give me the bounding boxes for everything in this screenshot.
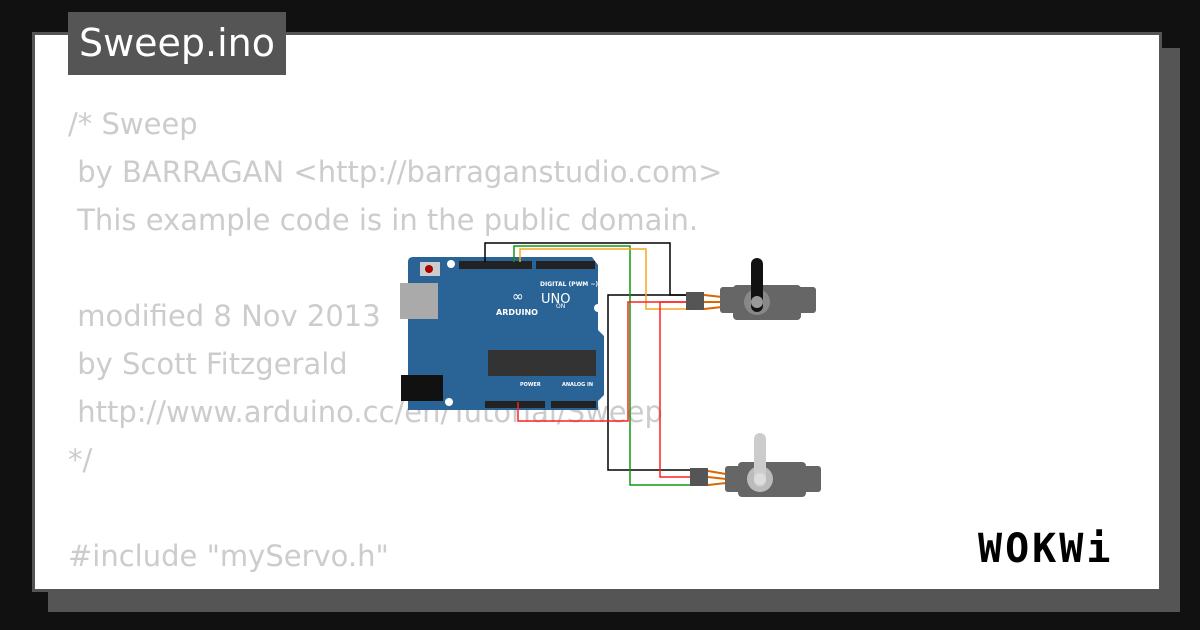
svg-text:ANALOG IN: ANALOG IN [562, 382, 593, 388]
wokwi-logo: WOKWi [978, 526, 1114, 572]
svg-text:ON: ON [556, 303, 565, 310]
svg-text:POWER: POWER [520, 382, 541, 388]
servo-2[interactable] [690, 433, 821, 497]
reset-button [425, 265, 433, 273]
wire-signal-green [513, 245, 690, 486]
svg-text:UNO: UNO [541, 292, 570, 307]
wires [484, 242, 690, 486]
wire-gnd-2 [607, 294, 690, 471]
svg-text:DIGITAL (PWM ~): DIGITAL (PWM ~) [540, 281, 598, 288]
servo-1[interactable] [686, 258, 816, 320]
digital-header-2 [536, 261, 595, 269]
code-line: */ [68, 443, 93, 477]
code-line: #include "myServo.h" [68, 539, 389, 573]
servo-horn [754, 433, 766, 487]
svg-text:∞: ∞ [512, 289, 524, 305]
code-line: by BARRAGAN <http://barraganstudio.com> [68, 155, 723, 189]
digital-header-1 [459, 261, 532, 269]
usb-port [400, 283, 438, 319]
atmega-chip [488, 350, 596, 376]
file-title: Sweep.ino [68, 12, 286, 75]
code-snippet: /* Sweep by BARRAGAN <http://barraganstu… [68, 100, 722, 580]
code-line: by Scott Fitzgerald [68, 347, 348, 381]
wire-5v [517, 301, 686, 422]
svg-text:ARDUINO: ARDUINO [496, 308, 538, 317]
code-line: modified 8 Nov 2013 [68, 299, 381, 333]
arduino-uno-board[interactable]: DIGITAL (PWM ~) UNO ARDUINO ∞ ON POWER A… [400, 257, 604, 410]
wire-5v-2 [659, 301, 690, 478]
code-line: This example code is in the public domai… [68, 203, 699, 237]
code-line: /* Sweep [68, 107, 198, 141]
power-jack [401, 375, 443, 401]
